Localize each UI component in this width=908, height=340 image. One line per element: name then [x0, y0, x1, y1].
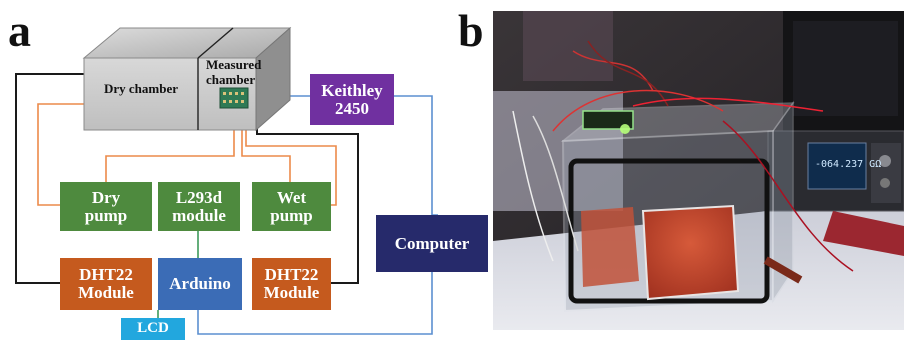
photo-illustration	[493, 11, 904, 330]
sensor-board-icon	[219, 87, 249, 109]
panel-label-b: b	[458, 5, 484, 56]
l293d-module-box: L293d module	[158, 182, 240, 231]
dht22-module-right-box: DHT22 Module	[252, 258, 331, 310]
measured-chamber-label: Measured chamber	[206, 57, 262, 87]
instrument-readout: -064.237 GΩ	[815, 159, 882, 170]
tube-measured-to-dry-pump	[105, 117, 235, 182]
computer-box: Computer	[376, 215, 488, 272]
chamber-top-face	[82, 27, 292, 59]
setup-photograph: -064.237 GΩ	[493, 11, 904, 330]
arduino-box: Arduino	[158, 258, 242, 310]
wet-pump-box: Wet pump	[252, 182, 331, 231]
panel-label-a: a	[8, 5, 31, 56]
tube-dry-chamber-to-dry-pump	[37, 103, 84, 206]
dry-chamber-label: Dry chamber	[104, 81, 179, 96]
chamber-side-face	[255, 26, 291, 132]
dht22-module-left-box: DHT22 Module	[60, 258, 152, 310]
tube-measured-to-wet-pump	[241, 117, 291, 182]
wire-arduino-to-computer	[197, 272, 433, 335]
keithley-2450-box: Keithley 2450	[310, 74, 394, 125]
lcd-box: LCD	[121, 318, 185, 340]
dry-pump-box: Dry pump	[60, 182, 152, 231]
wire-left-dht22-to-chamber	[15, 73, 84, 284]
